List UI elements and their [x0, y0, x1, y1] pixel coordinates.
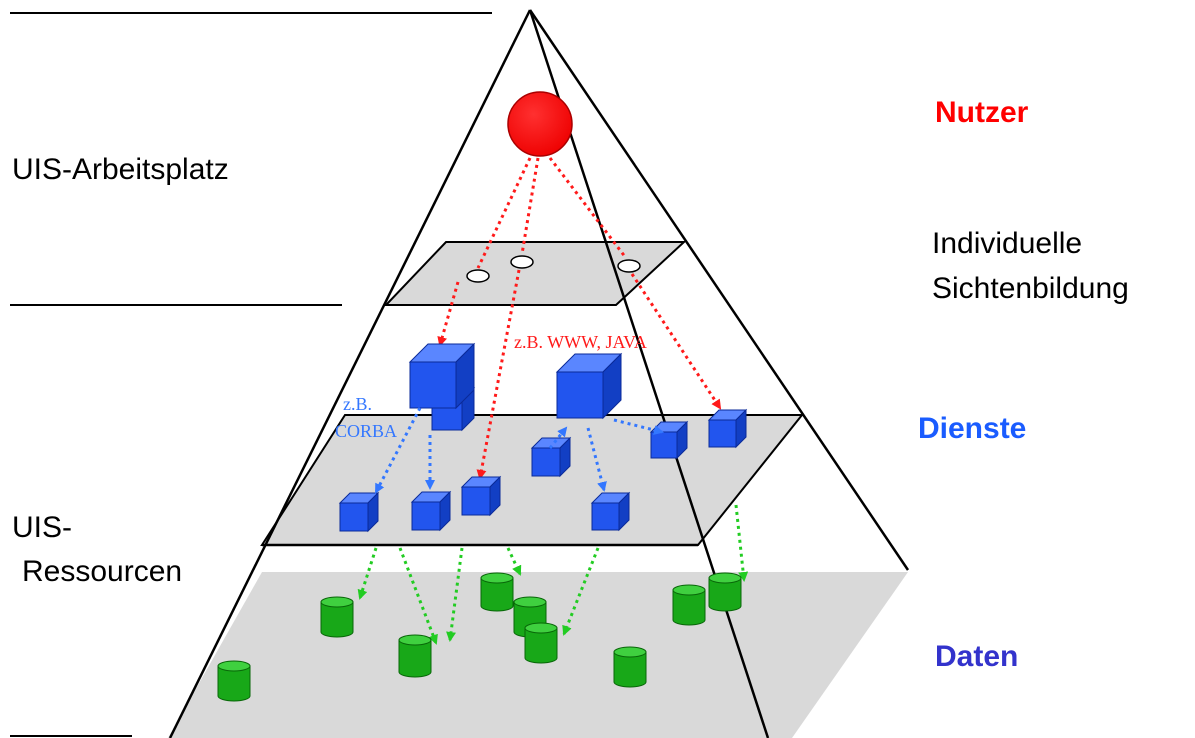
cylinder-icon — [708, 572, 742, 612]
view-ellipses — [466, 255, 641, 283]
resources-label-line1: UIS- — [12, 511, 72, 544]
cylinder-icon — [480, 572, 514, 612]
service-arrows — [374, 407, 664, 494]
data-arrows — [357, 504, 749, 645]
data-label: Daten — [935, 640, 1018, 673]
corba-annotation-line2: CORBA — [335, 421, 397, 441]
cylinder-icon — [613, 646, 647, 688]
user-sphere-icon — [507, 91, 573, 157]
cube-icon — [707, 408, 748, 449]
corba-annotation-line1: z.B. — [343, 394, 372, 414]
data-cylinders — [217, 572, 742, 702]
cube-icon — [555, 352, 623, 420]
cube-icon — [649, 420, 689, 460]
cylinder-icon — [217, 660, 251, 702]
cube-icon — [530, 436, 572, 478]
user-arrows — [437, 157, 722, 480]
cube-icon — [338, 491, 380, 533]
cube-icon — [590, 491, 631, 532]
cylinder-icon — [672, 584, 706, 626]
cube-icon — [410, 490, 452, 532]
users-label: Nutzer — [935, 96, 1029, 129]
cylinder-icon — [398, 634, 432, 678]
cylinder-icon — [524, 622, 558, 664]
cube-icon — [408, 342, 476, 410]
views-label-line1: Individuelle — [932, 227, 1082, 260]
workstation-label: UIS-Arbeitsplatz — [12, 153, 229, 186]
web-tech-annotation: z.B. WWW, JAVA — [514, 332, 647, 352]
resources-label-line2: Ressourcen — [22, 555, 182, 588]
views-label-line2: Sichtenbildung — [932, 272, 1129, 305]
service-cubes — [338, 342, 748, 533]
views-layer-plane — [383, 241, 687, 306]
cylinder-icon — [320, 596, 354, 638]
services-label: Dienste — [918, 412, 1026, 445]
cube-icon — [460, 475, 502, 517]
